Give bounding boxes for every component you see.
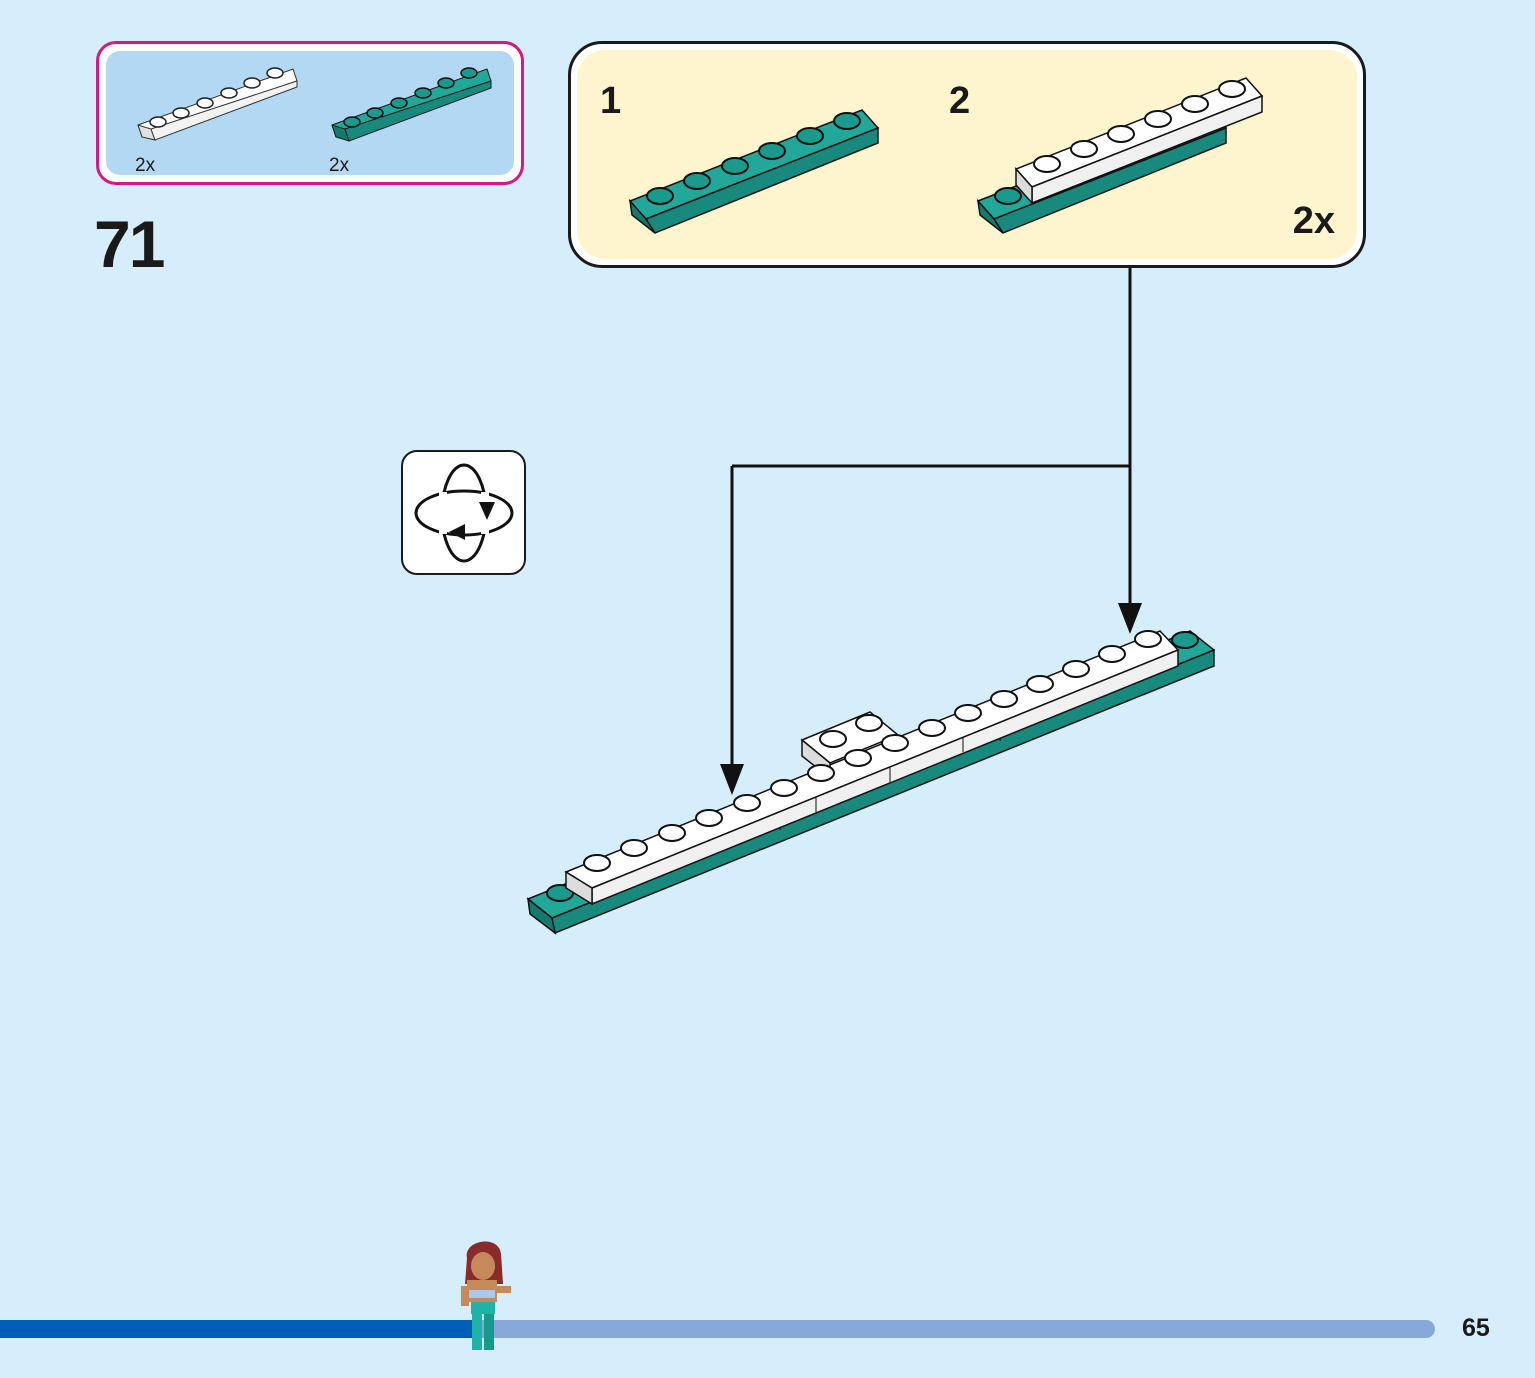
part-count-white: 2x <box>135 155 156 176</box>
page-number: 65 <box>1462 1314 1490 1342</box>
white-plate-1x6-icon <box>137 67 298 141</box>
progress-fill <box>0 1320 474 1338</box>
sub-step-2-assembly <box>976 77 1264 234</box>
parts-list-panel: 2x 2x <box>106 51 514 176</box>
parts-list-art <box>137 67 492 142</box>
placement-arrows <box>730 268 1132 770</box>
minifigure-icon <box>461 1241 511 1350</box>
main-model <box>526 630 1216 935</box>
teal-plate-1x6-icon <box>331 67 492 142</box>
parts-list: 2x 2x <box>96 41 524 185</box>
sub-step-number-1: 1 <box>600 80 622 122</box>
rotate-model-button <box>401 450 526 575</box>
progress-bar <box>0 1320 1435 1338</box>
part-count-teal: 2x <box>329 155 350 176</box>
sub-step-1-teal-plate <box>628 109 880 234</box>
sub-assembly-multiplier: 2x <box>1292 200 1335 242</box>
sub-step-number-2: 2 <box>949 80 971 122</box>
arrow-head-right <box>1118 603 1142 634</box>
arrow-head-left <box>720 764 744 795</box>
step-number: 71 <box>94 207 165 281</box>
rotate-model-icon <box>414 463 514 563</box>
